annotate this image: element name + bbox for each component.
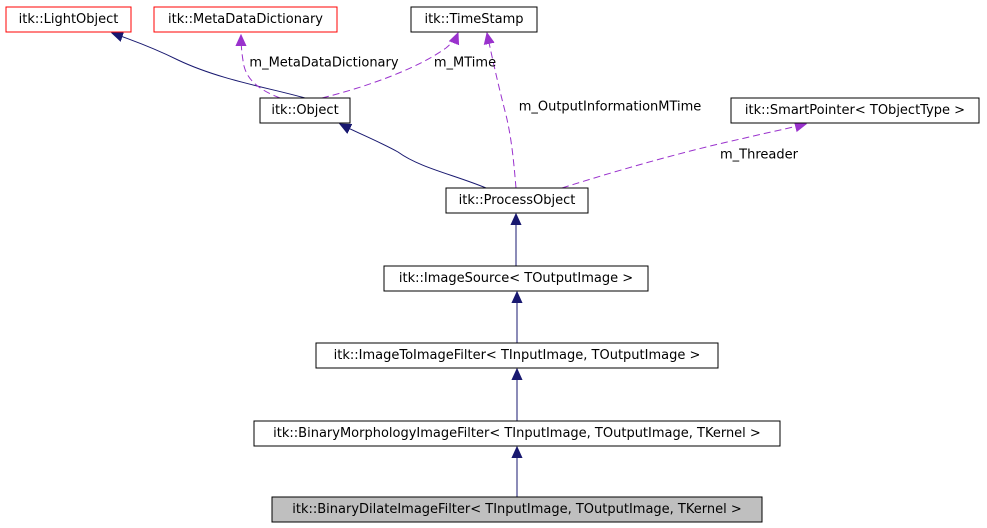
svg-text:itk::MetaDataDictionary: itk::MetaDataDictionary: [168, 12, 323, 27]
edge-object-timestamp: [321, 33, 458, 99]
edge-object-metadatadictionary: [241, 35, 281, 99]
svg-text:itk::TimeStamp: itk::TimeStamp: [424, 12, 523, 27]
node-processobject[interactable]: itk::ProcessObject: [445, 187, 589, 214]
edge-label-m-outputinformationmtime: m_OutputInformationMTime: [519, 100, 702, 115]
edge-labels-layer: m_MetaDataDictionary m_MTime m_OutputInf…: [249, 56, 798, 163]
svg-text:itk::BinaryDilateImageFilter<: itk::BinaryDilateImageFilter< TInputImag…: [292, 502, 741, 517]
node-binarydilate[interactable]: itk::BinaryDilateImageFilter< TInputImag…: [271, 496, 763, 523]
node-smartpointer[interactable]: itk::SmartPointer< TObjectType >: [730, 97, 980, 124]
node-metadatadictionary[interactable]: itk::MetaDataDictionary: [153, 6, 338, 33]
svg-text:itk::LightObject: itk::LightObject: [19, 12, 119, 27]
edge-label-m-mtime: m_MTime: [434, 56, 496, 71]
svg-text:itk::ProcessObject: itk::ProcessObject: [459, 193, 576, 208]
node-timestamp[interactable]: itk::TimeStamp: [410, 6, 538, 33]
edge-label-m-metadatadictionary: m_MetaDataDictionary: [249, 56, 398, 71]
svg-text:itk::ImageSource< TOutputImage: itk::ImageSource< TOutputImage >: [399, 271, 633, 286]
node-binarymorphology[interactable]: itk::BinaryMorphologyImageFilter< TInput…: [253, 420, 781, 447]
svg-text:itk::BinaryMorphologyImageFilt: itk::BinaryMorphologyImageFilter< TInput…: [273, 426, 761, 441]
node-object[interactable]: itk::Object: [259, 97, 351, 124]
svg-text:itk::SmartPointer< TObjectType: itk::SmartPointer< TObjectType >: [745, 103, 965, 118]
svg-text:itk::Object: itk::Object: [271, 103, 338, 118]
edge-processobject-object: [340, 124, 487, 189]
edge-object-lightobject: [112, 33, 306, 99]
edges-layer: [112, 33, 806, 497]
node-imagetoimagefilter[interactable]: itk::ImageToImageFilter< TInputImage, TO…: [315, 342, 719, 369]
edge-processobject-smartpointer: [561, 124, 806, 189]
node-lightobject[interactable]: itk::LightObject: [5, 6, 132, 33]
edge-processobject-timestamp: [487, 33, 517, 189]
edge-label-m-threader: m_Threader: [720, 148, 799, 163]
nodes-layer: itk::LightObject itk::MetaDataDictionary…: [5, 6, 980, 523]
node-imagesource[interactable]: itk::ImageSource< TOutputImage >: [383, 265, 649, 292]
svg-text:itk::ImageToImageFilter< TInpu: itk::ImageToImageFilter< TInputImage, TO…: [334, 348, 701, 363]
